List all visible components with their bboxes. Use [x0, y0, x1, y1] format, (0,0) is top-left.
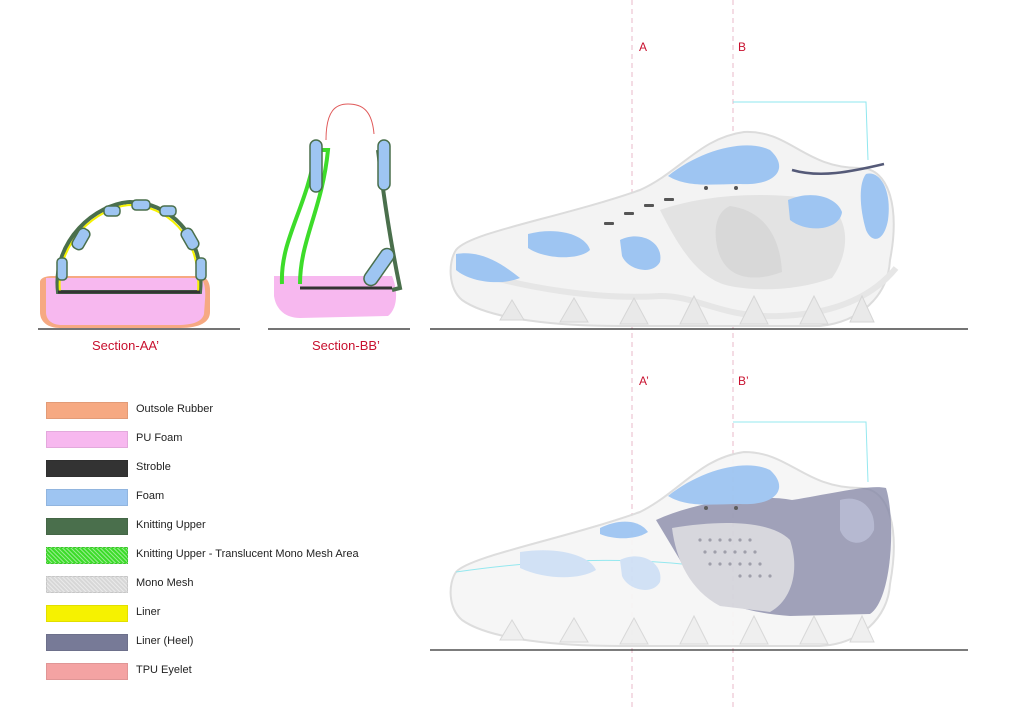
legend-item: PU Foam [46, 431, 406, 449]
legend-label: Mono Mesh [136, 577, 194, 589]
legend-swatch [46, 460, 128, 477]
section-aa-drawing [38, 199, 240, 330]
legend-item: Liner (Heel) [46, 634, 406, 652]
cut-marker-b: B [738, 40, 747, 54]
legend-item: Knitting Upper - Translucent Mono Mesh A… [46, 547, 406, 565]
legend-label: PU Foam [136, 432, 183, 444]
legend-swatch [46, 634, 128, 651]
legend-label: Knitting Upper [136, 519, 206, 531]
section-bb-drawing [268, 103, 410, 330]
legend-swatch [46, 547, 128, 564]
legend-swatch [46, 431, 128, 448]
legend-label: Liner (Heel) [136, 635, 194, 647]
legend-label: Foam [136, 490, 165, 502]
legend-item: Knitting Upper [46, 518, 406, 536]
legend-label: Knitting Upper - Translucent Mono Mesh A… [136, 548, 359, 560]
shoe-top-view [430, 101, 968, 330]
legend-item: Stroble [46, 460, 406, 478]
section-bb-label: Section-BB’ [312, 338, 380, 353]
legend-swatch [46, 663, 128, 680]
legend-item: Liner [46, 605, 406, 623]
section-cut-lines [631, 0, 734, 710]
section-aa-label: Section-AA’ [92, 338, 159, 353]
cut-marker-a: A [639, 40, 648, 54]
legend-item: Mono Mesh [46, 576, 406, 594]
legend-item: TPU Eyelet [46, 663, 406, 681]
legend-swatch [46, 518, 128, 535]
legend-label: Stroble [136, 461, 171, 473]
legend-swatch [46, 576, 128, 593]
cut-marker-a-prime: A’ [639, 374, 649, 388]
legend-swatch [46, 605, 128, 622]
legend-item: Outsole Rubber [46, 402, 406, 420]
legend-label: TPU Eyelet [136, 664, 192, 676]
shoe-bottom-view [430, 421, 968, 651]
legend-swatch [46, 489, 128, 506]
legend-label: Liner [136, 606, 161, 618]
legend-label: Outsole Rubber [136, 403, 214, 415]
legend-item: Foam [46, 489, 406, 507]
legend-swatch [46, 402, 128, 419]
cut-marker-b-prime: B’ [738, 374, 749, 388]
